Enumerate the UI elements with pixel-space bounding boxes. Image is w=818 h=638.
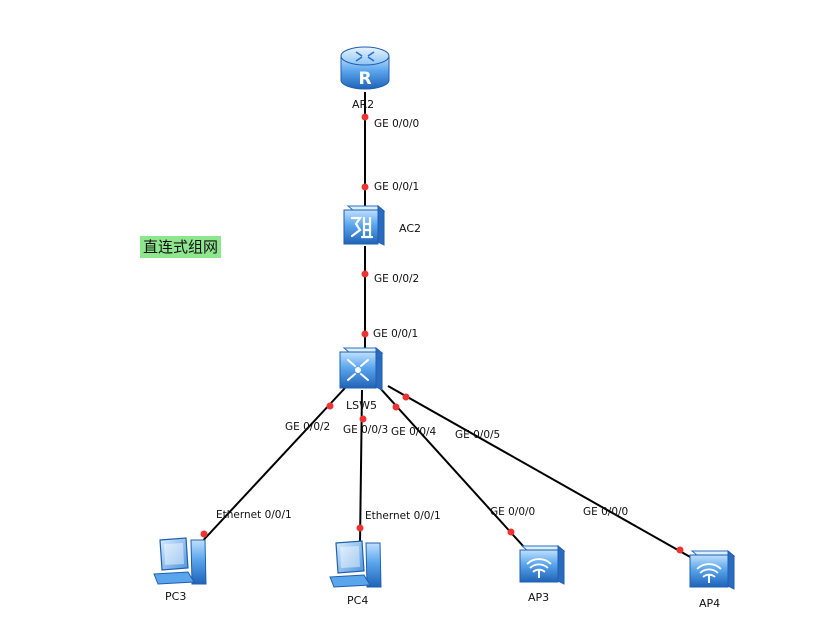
device-ac2[interactable]: AC2	[343, 204, 421, 246]
link-lsw5-pc3[interactable]	[196, 387, 346, 548]
switch-icon	[339, 346, 384, 391]
device-label-ap4: AP4	[699, 597, 720, 610]
device-label-pc4: PC4	[347, 594, 368, 607]
port-label: GE 0/0/4	[391, 426, 437, 438]
port-label: Ethernet 0/0/1	[216, 509, 292, 521]
wireless-ap-icon	[689, 549, 736, 590]
links	[196, 92, 693, 559]
device-ap3[interactable]: AP3	[519, 544, 566, 604]
device-label-lsw5: LSW5	[346, 399, 377, 412]
device-label-ac2: AC2	[399, 222, 421, 235]
device-pc3[interactable]: PC3	[153, 537, 207, 603]
svg-text:R: R	[358, 69, 371, 89]
link-lsw5-ap4[interactable]	[387, 385, 693, 559]
port-dot[interactable]	[326, 402, 334, 410]
port-dots	[200, 113, 684, 554]
device-label-pc3: PC3	[165, 590, 186, 603]
port-label: Ethernet 0/0/1	[365, 510, 441, 522]
port-label: GE 0/0/2	[285, 421, 330, 433]
port-label: GE 0/0/2	[374, 273, 419, 285]
wireless-ap-icon	[519, 544, 566, 585]
port-dot[interactable]	[402, 393, 410, 401]
port-label: GE 0/0/1	[373, 328, 418, 340]
link-lsw5-ap3[interactable]	[379, 387, 525, 548]
device-ap4[interactable]: AP4	[689, 549, 736, 610]
pc-icon	[153, 537, 207, 585]
access-controller-icon	[343, 204, 386, 246]
device-ar2[interactable]: R AR2	[340, 46, 390, 111]
port-dot[interactable]	[200, 530, 208, 538]
port-label: GE 0/0/3	[343, 424, 388, 436]
port-label: GE 0/0/0	[490, 506, 535, 518]
port-dot[interactable]	[676, 546, 684, 554]
port-dot[interactable]	[361, 330, 369, 338]
device-label-ar2: AR2	[352, 98, 374, 111]
port-label: GE 0/0/0	[374, 118, 419, 130]
port-dot[interactable]	[361, 270, 369, 278]
port-label: GE 0/0/5	[455, 429, 500, 441]
port-dot[interactable]	[361, 183, 369, 191]
device-pc4[interactable]: PC4	[329, 540, 382, 607]
port-label: GE 0/0/1	[374, 181, 419, 193]
port-label: GE 0/0/0	[583, 506, 628, 518]
port-dot[interactable]	[507, 528, 515, 536]
port-dot[interactable]	[359, 415, 367, 423]
router-icon: R	[340, 46, 390, 90]
port-labels: GE 0/0/0 GE 0/0/1 GE 0/0/2 GE 0/0/1 GE 0…	[216, 118, 628, 522]
link-lsw5-pc4[interactable]	[359, 389, 363, 545]
port-dot[interactable]	[361, 113, 369, 121]
topology-note: 直连式组网	[140, 236, 222, 258]
port-dot[interactable]	[392, 403, 400, 411]
device-lsw5[interactable]: LSW5	[339, 346, 384, 412]
device-label-ap3: AP3	[528, 591, 549, 604]
pc-icon	[329, 540, 382, 588]
port-dot[interactable]	[356, 524, 364, 532]
